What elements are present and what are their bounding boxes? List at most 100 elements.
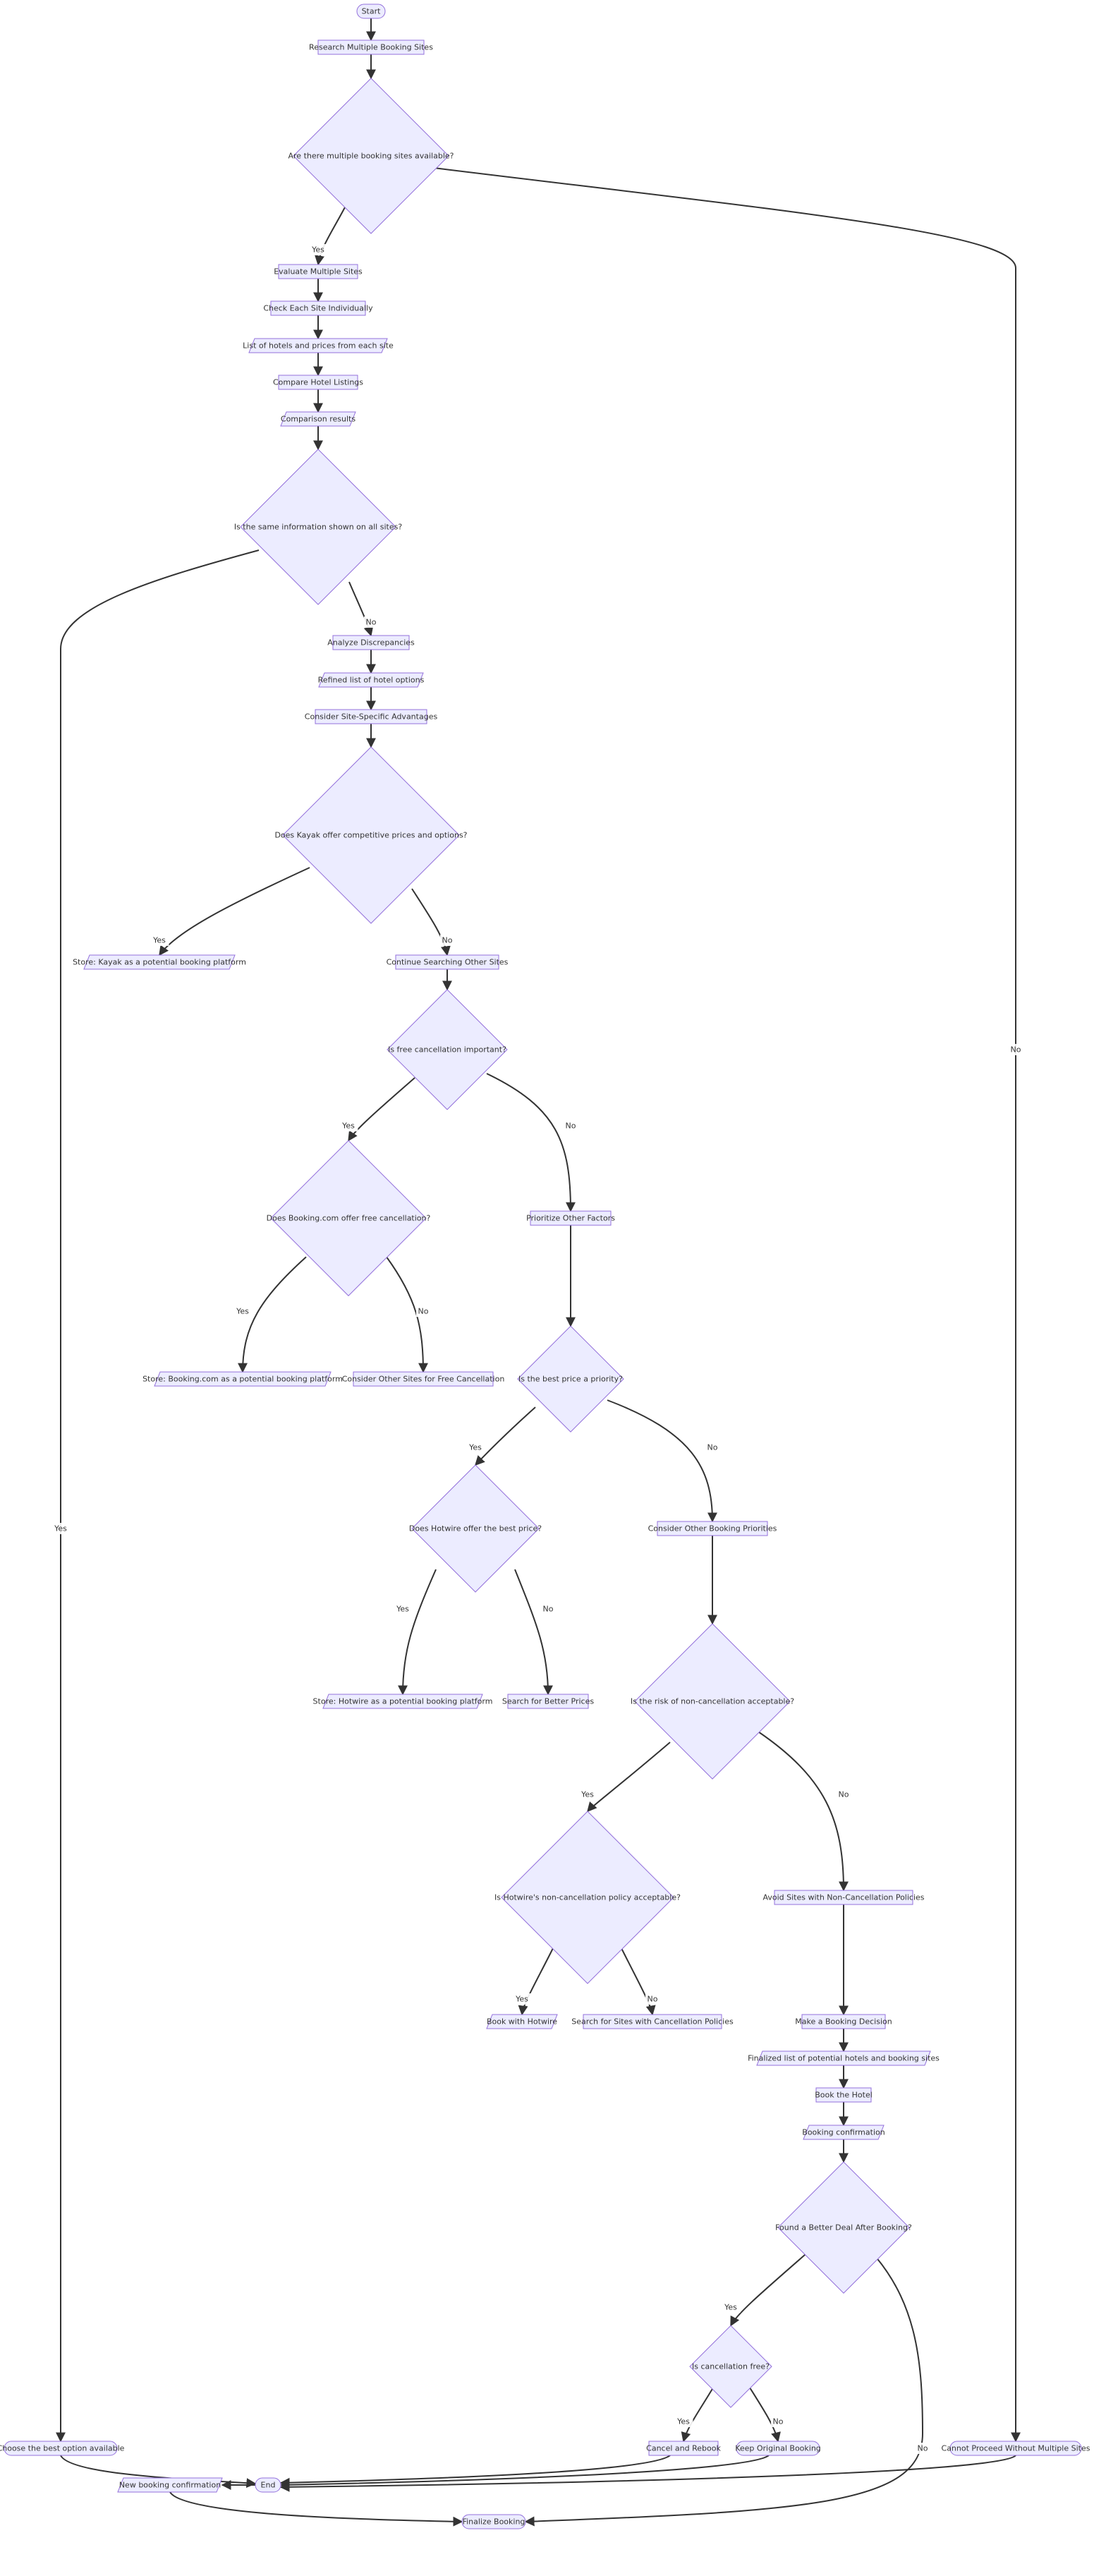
node-book-hotwire: Book with Hotwire xyxy=(486,2014,558,2029)
svg-text:No: No xyxy=(442,936,453,945)
node-search-better: Search for Better Prices xyxy=(502,1694,594,1709)
svg-text:Yes: Yes xyxy=(396,1605,409,1614)
svg-text:No: No xyxy=(366,618,377,627)
node-label: Is the best price a priority? xyxy=(518,1375,623,1384)
node-label: Finalize Booking xyxy=(463,2517,525,2527)
node-label: Make a Booking Decision xyxy=(795,2017,892,2027)
node-avoid-sites: Avoid Sites with Non-Cancellation Polici… xyxy=(762,1890,925,1905)
node-prioritize: Prioritize Other Factors xyxy=(526,1210,615,1226)
node-multiple-sites-q: Are there multiple booking sites availab… xyxy=(288,78,454,234)
node-label: Does Booking.com offer free cancellation… xyxy=(267,1214,431,1223)
node-label: Consider Other Sites for Free Cancellati… xyxy=(342,1375,505,1384)
edge-label-no: No xyxy=(541,1603,555,1615)
node-label: Search for Better Prices xyxy=(502,1697,594,1706)
node-label: Analyze Discrepancies xyxy=(327,638,415,648)
node-label: Store: Hotwire as a potential booking pl… xyxy=(313,1697,493,1706)
node-booking-free-q: Does Booking.com offer free cancellation… xyxy=(267,1140,431,1296)
node-search-cancel: Search for Sites with Cancellation Polic… xyxy=(571,2014,734,2029)
edge-label-yes: Yes xyxy=(512,1993,532,2005)
node-label: Is free cancellation important? xyxy=(388,1045,506,1055)
edge-label-yes: Yes xyxy=(674,2416,693,2427)
node-label: Prioritize Other Factors xyxy=(526,1214,615,1223)
node-make-decision: Make a Booking Decision xyxy=(795,2014,892,2029)
edge-19 xyxy=(486,1073,576,1213)
edge-43 xyxy=(279,2455,770,2490)
edge-39 xyxy=(681,2387,714,2443)
node-hotwire-policy-q: Is Hotwire's non-cancellation policy acc… xyxy=(494,1811,681,1984)
node-book-hotel: Book the Hotel xyxy=(815,2087,873,2103)
node-analyze: Analyze Discrepancies xyxy=(327,635,415,650)
svg-text:Yes: Yes xyxy=(676,2417,690,2426)
edge-label-yes: Yes xyxy=(578,1789,597,1800)
edge-label-no: No xyxy=(837,1789,851,1800)
svg-text:No: No xyxy=(773,2417,784,2426)
node-label: Start xyxy=(362,7,382,16)
edge-28 xyxy=(587,1742,671,1813)
node-label: Comparison results xyxy=(281,415,356,424)
node-cancel-free-q: Is cancellation free? xyxy=(689,2325,772,2408)
edge-10 xyxy=(56,549,260,2443)
edge-label-no: No xyxy=(416,1306,430,1317)
node-label: End xyxy=(261,2481,276,2490)
node-comparison-results: Comparison results xyxy=(280,411,356,427)
edge-21 xyxy=(386,1256,428,1373)
edge-label-no: No xyxy=(564,1120,578,1131)
node-store-booking: Store: Booking.com as a potential bookin… xyxy=(142,1371,343,1387)
svg-text:Yes: Yes xyxy=(54,1524,67,1533)
svg-text:No: No xyxy=(839,1790,849,1799)
node-best-price-q: Is the best price a priority? xyxy=(517,1325,624,1433)
node-label: Keep Original Booking xyxy=(735,2444,821,2453)
edge-44 xyxy=(279,2455,1016,2492)
node-continue-search: Continue Searching Other Sites xyxy=(387,954,509,970)
edge-label-yes: Yes xyxy=(308,244,328,255)
node-label: Does Kayak offer competitive prices and … xyxy=(274,831,467,840)
node-label: Refined list of hotel options xyxy=(318,676,425,685)
node-label: Evaluate Multiple Sites xyxy=(274,267,363,277)
svg-text:Yes: Yes xyxy=(581,1790,594,1799)
edge-label-yes: Yes xyxy=(233,1306,253,1317)
node-new-confirmation: New booking confirmation xyxy=(117,2477,223,2493)
edge-26 xyxy=(514,1569,553,1696)
node-label: Search for Sites with Cancellation Polic… xyxy=(571,2017,734,2027)
svg-text:Yes: Yes xyxy=(341,1122,355,1131)
edge-46 xyxy=(169,2491,463,2527)
node-end: End xyxy=(255,2477,281,2493)
node-label: New booking confirmation xyxy=(119,2481,221,2490)
edge-label-no: No xyxy=(916,2443,930,2454)
edge-20 xyxy=(238,1256,307,1373)
node-evaluate: Evaluate Multiple Sites xyxy=(274,264,363,279)
edge-label-yes: Yes xyxy=(150,935,169,946)
edge-25 xyxy=(398,1569,437,1696)
node-store-kayak: Store: Kayak as a potential booking plat… xyxy=(73,954,246,970)
node-start: Start xyxy=(356,4,386,19)
node-risk-q: Is the risk of non-cancellation acceptab… xyxy=(631,1623,794,1780)
node-label: Book with Hotwire xyxy=(487,2017,557,2027)
node-finalized-list: Finalized list of potential hotels and b… xyxy=(748,2051,940,2066)
edge-23 xyxy=(475,1407,536,1466)
node-cancel-rebook: Cancel and Rebook xyxy=(646,2441,721,2456)
node-label: Consider Site-Specific Advantages xyxy=(305,712,438,722)
node-better-deal-q: Found a Better Deal After Booking? xyxy=(775,2161,912,2294)
node-check-each: Check Each Site Individually xyxy=(263,300,373,316)
edge-15 xyxy=(159,867,310,956)
node-label: Check Each Site Individually xyxy=(263,304,373,313)
edge-label-no: No xyxy=(364,616,378,628)
node-label: Is Hotwire's non-cancellation policy acc… xyxy=(494,1893,681,1902)
svg-text:No: No xyxy=(918,2444,928,2453)
edge-label-yes: Yes xyxy=(466,1442,485,1453)
node-label: Choose the best option available xyxy=(0,2444,125,2453)
edge-29 xyxy=(758,1731,849,1892)
svg-text:Yes: Yes xyxy=(724,2303,737,2312)
edge-30 xyxy=(518,1946,554,2016)
svg-text:No: No xyxy=(418,1307,429,1316)
node-label: Is the risk of non-cancellation acceptab… xyxy=(631,1697,794,1706)
svg-text:No: No xyxy=(566,1122,576,1131)
node-label: Cancel and Rebook xyxy=(646,2444,721,2453)
edge-label-yes: Yes xyxy=(339,1120,358,1131)
node-label: Does Hotwire offer the best price? xyxy=(409,1524,542,1533)
node-finalize: Finalize Booking xyxy=(461,2514,526,2529)
svg-text:No: No xyxy=(648,1995,658,2004)
edge-label-no: No xyxy=(645,1993,660,2005)
edge-18 xyxy=(348,1077,415,1142)
